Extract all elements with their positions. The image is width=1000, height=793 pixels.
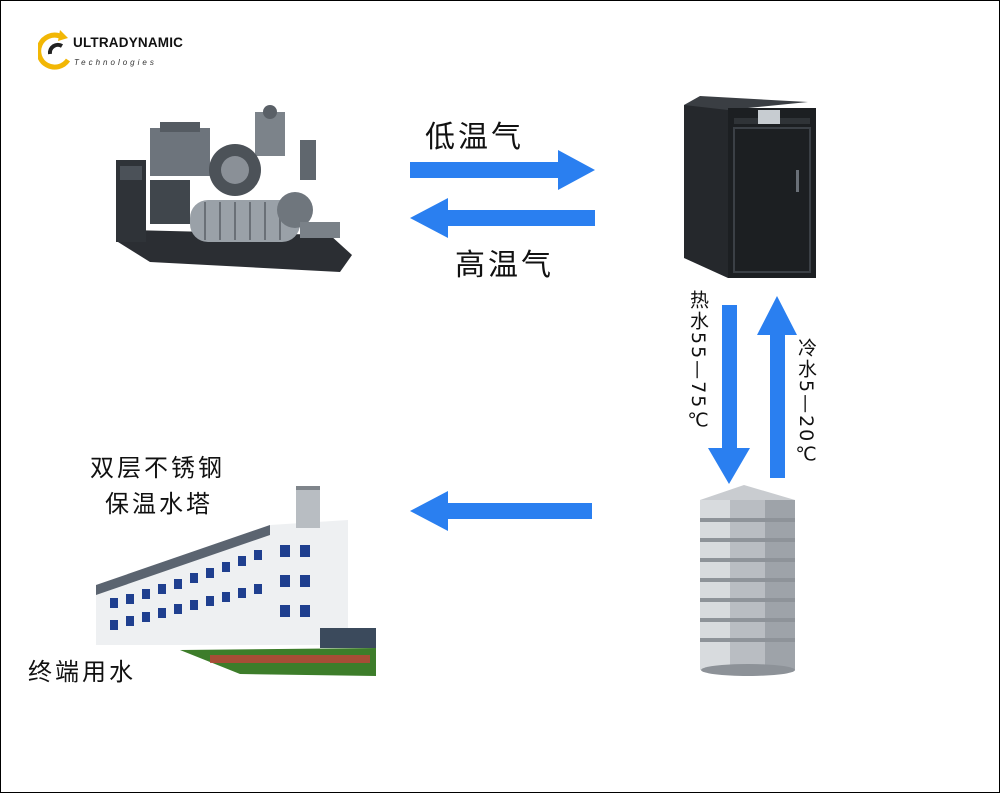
logo-name: ULTRADYNAMIC <box>73 35 184 50</box>
high-temp-gas-label: 高温气 <box>455 248 554 283</box>
logo-tagline: Technologies <box>74 58 157 67</box>
tower-label-line1: 双层不锈钢 <box>90 454 225 482</box>
company-logo: ULTRADYNAMIC Technologies <box>36 30 188 80</box>
heat-exchanger-cabinet-image <box>684 96 816 278</box>
arrow-low-temp-gas <box>410 150 595 190</box>
logo-ring-icon <box>36 30 71 70</box>
water-tower-image <box>700 485 795 676</box>
arrow-cold-water-up <box>757 296 797 478</box>
end-use-label: 终端用水 <box>28 658 136 686</box>
arrow-high-temp-gas <box>410 198 595 238</box>
tower-label-line2: 保温水塔 <box>105 490 213 518</box>
arrow-hot-water-down <box>708 305 750 484</box>
arrow-to-end-use <box>410 491 592 531</box>
building-image <box>96 486 376 676</box>
cold-water-label: 冷水5—20℃ <box>795 338 817 468</box>
low-temp-gas-label: 低温气 <box>425 120 524 155</box>
hot-water-label: 热水55—75℃ <box>687 290 709 434</box>
compressor-image <box>116 105 352 272</box>
